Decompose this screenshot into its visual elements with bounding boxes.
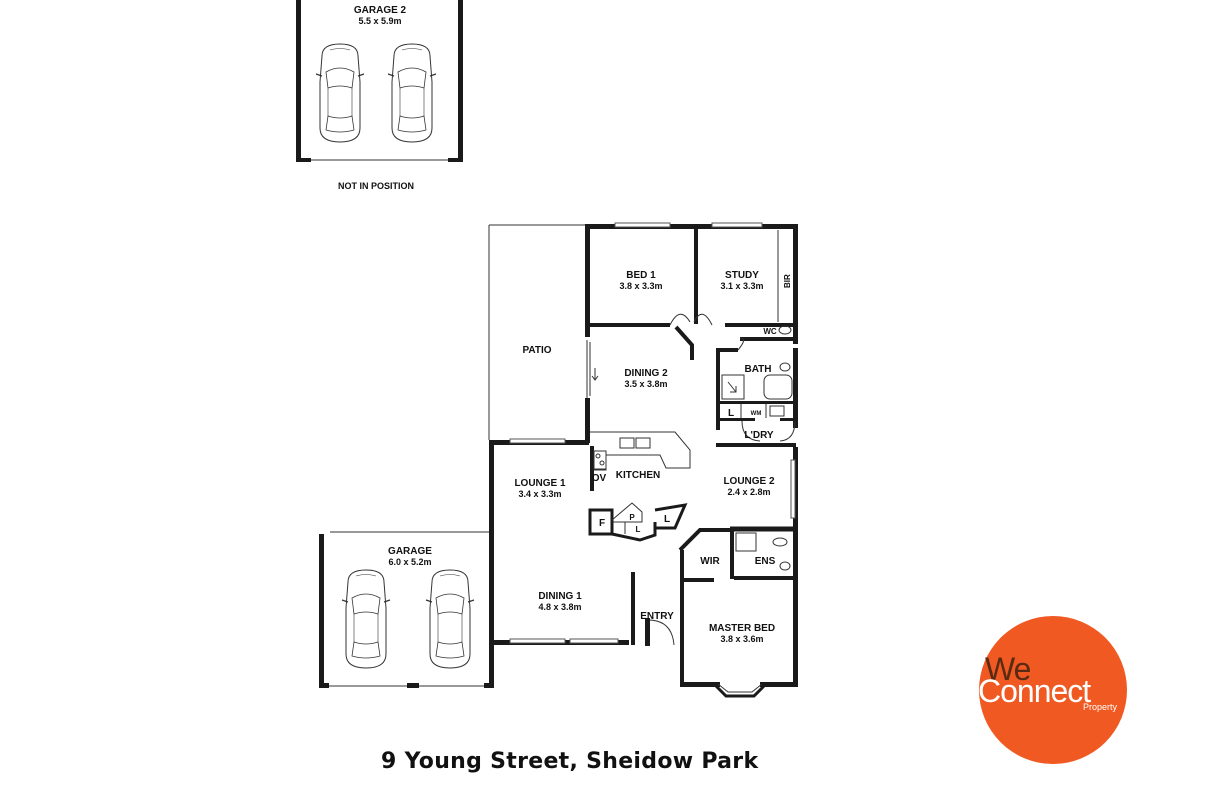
master-bed-dims: 3.8 x 3.6m (720, 634, 763, 644)
kitchen-label: KITCHEN (616, 470, 660, 481)
bathtub-icon (763, 374, 793, 400)
bed1-name: BED 1 (626, 270, 656, 281)
lounge1-dims: 3.4 x 3.3m (518, 489, 561, 499)
car-icon (341, 569, 391, 669)
door-swing-icon (669, 313, 691, 326)
bir-label: BIR (783, 274, 792, 288)
linen-label-2: L (664, 514, 670, 525)
patio-label: PATIO (522, 345, 551, 356)
car-icon (315, 43, 365, 143)
main-house (319, 222, 798, 698)
wc-label: WC (763, 327, 777, 336)
garage-dims: 6.0 x 5.2m (388, 557, 431, 567)
bath-label: BATH (744, 364, 771, 375)
we-connect-logo: We Connect Property (978, 616, 1127, 764)
garage-2: GARAGE 2 5.5 x 5.9m NOT IN POSITION (296, 0, 463, 191)
door-swing-icon (647, 619, 675, 646)
pantry-label: P (629, 513, 635, 522)
bed1-dims: 3.8 x 3.3m (619, 281, 662, 291)
entry-label: ENTRY (640, 611, 674, 622)
door-swing-icon (741, 420, 761, 442)
lounge2-dims: 2.4 x 2.8m (727, 487, 770, 497)
car-icon (387, 43, 437, 143)
lounge1-name: LOUNGE 1 (514, 478, 566, 489)
car-icon (425, 569, 475, 669)
dining2-dims: 3.5 x 3.8m (624, 379, 667, 389)
oven-label: OV (592, 473, 607, 484)
study-name: STUDY (725, 270, 759, 281)
linen-label-1: L (636, 525, 641, 534)
toilet-icon (779, 561, 791, 571)
garage-2-dims: 5.5 x 5.9m (358, 16, 401, 26)
fridge-label: F (599, 518, 605, 529)
sink-icon (779, 362, 791, 372)
wir-label: WIR (700, 556, 720, 567)
sink-icon (619, 437, 635, 449)
stove-icon (593, 450, 607, 470)
dining1-dims: 4.8 x 3.8m (538, 602, 581, 612)
room-labels: BED 1 3.8 x 3.3m STUDY 3.1 x 3.3m BIR WC… (388, 270, 792, 644)
garage-name: GARAGE (388, 546, 432, 557)
logo-line-1: We (985, 651, 1031, 687)
master-bed-name: MASTER BED (709, 623, 775, 634)
not-in-position-note: NOT IN POSITION (338, 181, 414, 191)
lounge2-name: LOUNGE 2 (723, 476, 775, 487)
dining1-name: DINING 1 (538, 591, 582, 602)
ensuite-label: ENS (755, 556, 776, 567)
bath-l-label: L (728, 408, 734, 419)
logo-line-3: Property (1083, 702, 1118, 712)
dining2-name: DINING 2 (624, 368, 668, 379)
sink-icon (772, 537, 788, 547)
property-address: 9 Young Street, Sheidow Park (381, 749, 759, 774)
door-swing-icon (693, 313, 713, 326)
study-dims: 3.1 x 3.3m (720, 281, 763, 291)
laundry-label: L'DRY (744, 430, 774, 441)
logo-line-2: Connect (978, 673, 1091, 709)
wm-label: WM (751, 411, 762, 417)
toilet-icon (778, 325, 792, 335)
garage-2-name: GARAGE 2 (354, 5, 407, 16)
